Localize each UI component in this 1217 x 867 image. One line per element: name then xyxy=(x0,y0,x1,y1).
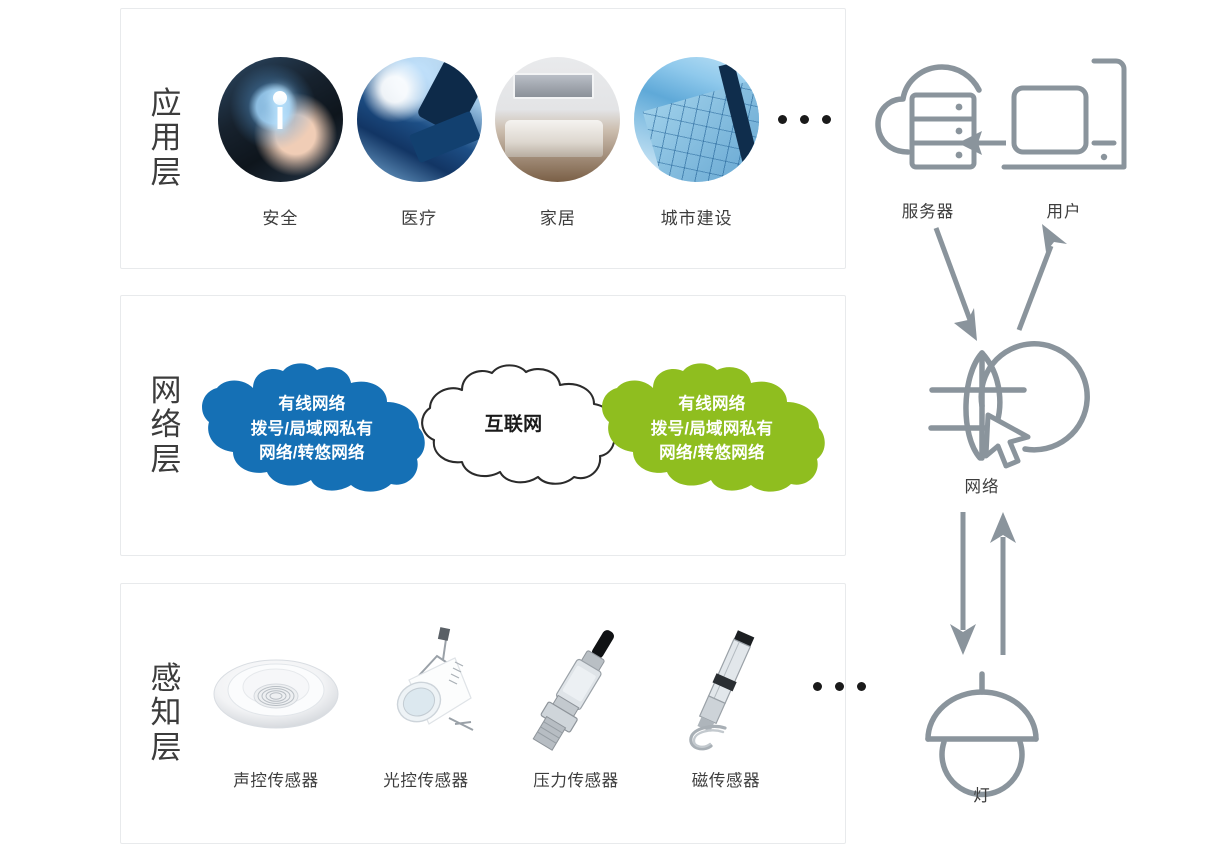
sensing-item-caption: 光控传感器 xyxy=(383,772,469,790)
globe-cursor-pointer-icon xyxy=(983,412,1031,469)
cloud-center-text: 互联网 xyxy=(484,413,543,435)
sensing-layer-label: 感知 层 xyxy=(150,660,182,765)
wired-network-cloud-right[interactable]: 有线网络 拨号/局域网私有 网络/转悠网络 xyxy=(591,363,833,494)
sensing-layer-panel: 感知 层 xyxy=(120,583,866,844)
sensing-more-ellipsis-icon xyxy=(813,624,866,749)
sensing-item-caption: 磁传感器 xyxy=(691,772,761,790)
sensing-item-pressure[interactable]: 压力传感器 xyxy=(501,624,651,791)
medical-photo-icon xyxy=(356,57,482,182)
magnetic-sensor-icon xyxy=(651,624,801,759)
sensing-item-caption: 压力传感器 xyxy=(533,772,619,790)
security-photo-icon xyxy=(217,57,343,182)
arrow-user-to-server xyxy=(958,131,1006,155)
application-item-city[interactable]: 城市建设 xyxy=(627,57,766,229)
arrow-network-to-lamp xyxy=(950,512,976,655)
laptop-phone-icon xyxy=(1001,58,1127,170)
pressure-sensor-icon xyxy=(501,624,651,759)
cloud-shape-green xyxy=(602,363,825,492)
application-layer-label: 应用 层 xyxy=(150,85,182,190)
sensing-item-sound[interactable]: 声控传感器 xyxy=(201,624,351,791)
light-sensor-icon xyxy=(351,624,501,759)
application-item-caption: 医疗 xyxy=(401,209,438,228)
city-photo-icon xyxy=(634,57,760,182)
cloud-shape-white xyxy=(421,364,616,485)
application-item-home[interactable]: 家居 xyxy=(489,57,628,229)
cloud-right-text: 有线网络 拨号/局域网私有 网络/转悠网络 xyxy=(650,395,774,463)
network-layer-label: 网络 层 xyxy=(150,372,182,477)
flow-node-label-user: 用户 xyxy=(1046,203,1082,221)
application-layer-panel: 应用 层 安全 医疗 家居 城市建设 xyxy=(120,8,846,269)
flow-graphics xyxy=(875,58,1127,798)
sensing-item-caption: 声控传感器 xyxy=(233,772,319,790)
sound-sensor-icon xyxy=(201,624,351,759)
network-clouds-stage: 有线网络 拨号/局域网私有 网络/转悠网络 互联网 有线网络 拨号/局域网私有 … xyxy=(191,354,831,499)
cloud-left-text: 有线网络 拨号/局域网私有 网络/转悠网络 xyxy=(250,395,374,463)
application-item-caption: 城市建设 xyxy=(660,209,733,228)
arrow-server-to-network xyxy=(933,227,977,341)
flow-diagram-column: 服务器 用户 网络 灯 xyxy=(846,0,1217,862)
application-item-security[interactable]: 安全 xyxy=(211,57,350,229)
internet-cloud-center[interactable]: 互联网 xyxy=(406,364,621,486)
server-rack-icon xyxy=(909,92,977,170)
sensing-items-row: 声控传感器 xyxy=(201,624,866,814)
cloud-server-icon xyxy=(875,64,982,155)
home-photo-icon xyxy=(495,57,621,182)
application-item-medical[interactable]: 医疗 xyxy=(350,57,489,229)
network-layer-panel: 网络 层 有线网络 拨号/局域网私有 网络/转悠网络 互联网 有线网络 拨号/局… xyxy=(120,295,846,556)
flow-node-label-server: 服务器 xyxy=(901,203,955,221)
application-more-ellipsis-icon xyxy=(778,57,831,182)
sensing-item-magnetic[interactable]: 磁传感器 xyxy=(651,624,801,791)
application-item-caption: 家居 xyxy=(539,209,576,228)
arrow-network-to-user xyxy=(1016,224,1067,331)
arrow-lamp-to-network xyxy=(990,512,1016,655)
application-items-row: 安全 医疗 家居 城市建设 xyxy=(211,57,831,242)
cloud-shape-blue xyxy=(202,363,425,492)
wired-network-cloud-left[interactable]: 有线网络 拨号/局域网私有 网络/转悠网络 xyxy=(191,363,433,494)
flow-node-label-network: 网络 xyxy=(964,478,1000,496)
pendant-lamp-icon xyxy=(925,671,1039,798)
application-item-caption: 安全 xyxy=(262,209,299,228)
sensing-item-light[interactable]: 光控传感器 xyxy=(351,624,501,791)
flow-node-label-lamp: 灯 xyxy=(973,787,991,805)
